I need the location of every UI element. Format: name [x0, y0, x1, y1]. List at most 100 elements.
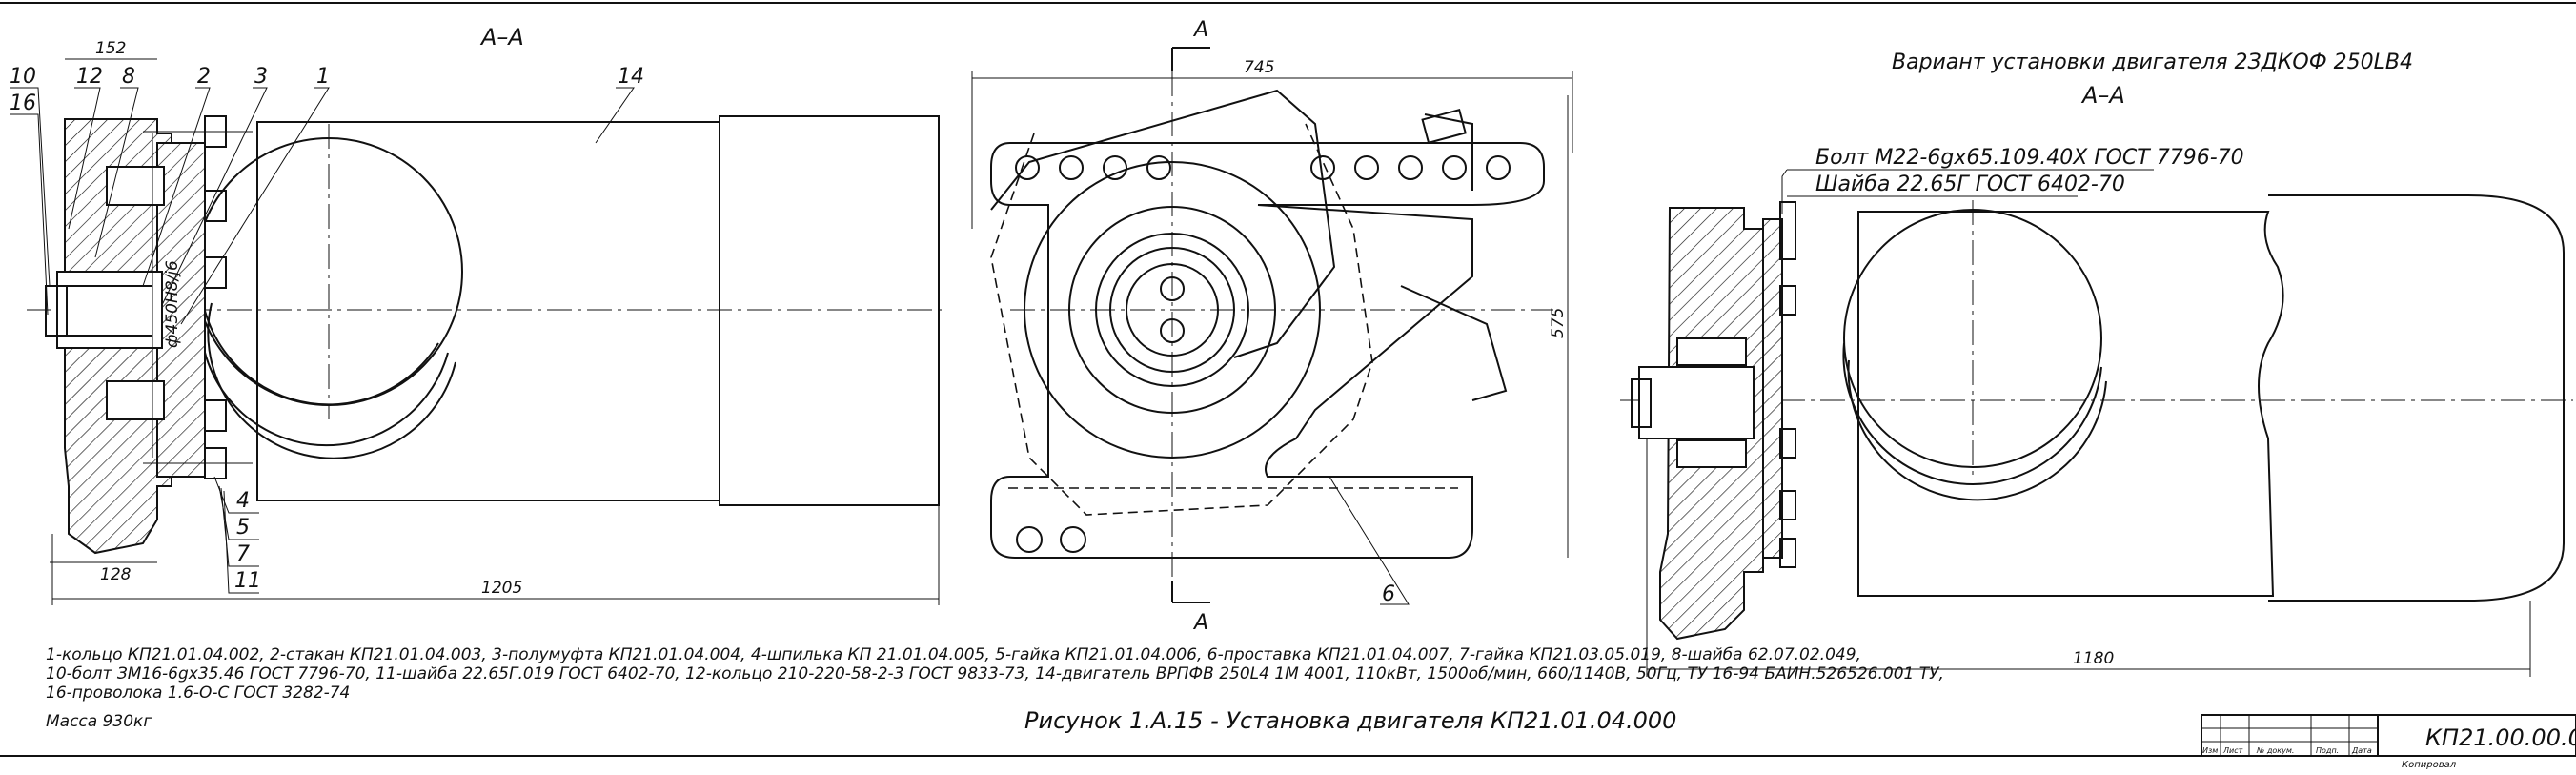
variant-bolt-head — [1779, 285, 1796, 316]
variant-bolt-head — [1779, 428, 1796, 459]
variant-bolts — [1779, 201, 1796, 568]
variant-bolt-head — [1779, 538, 1796, 568]
hidden-outline — [990, 123, 1373, 516]
variant-bolt-head — [1779, 490, 1796, 520]
dim-152: 152 — [95, 39, 126, 58]
callout-3: 3 — [254, 65, 268, 89]
variant-title: Вариант установки двигателя 2ЗДКОФ 250LB… — [1892, 51, 2413, 74]
leader-11 — [223, 490, 259, 594]
leader-3 — [161, 87, 268, 306]
variant-shaft-bore — [1638, 366, 1755, 439]
bolt-hole — [1310, 155, 1335, 180]
stamp-col-doc: № докум. — [2256, 746, 2294, 755]
dim-575: 575 — [1549, 308, 1568, 338]
stamp-col-date: Дата — [2351, 746, 2372, 755]
section-view-left: А–А 152 — [10, 24, 943, 605]
variant-adapter-section — [1762, 218, 1783, 559]
bolt-hole — [1103, 155, 1127, 180]
bracket-lug — [1421, 109, 1467, 144]
dim-fit: ф450H8/j6 — [163, 260, 182, 348]
notes-block: 1-кольцо КП21.01.04.002, 2-стакан КП21.0… — [46, 645, 1944, 734]
bolt-hole — [1486, 155, 1511, 180]
washer-label: Шайба 22.65Г ГОСТ 6402-70 — [1815, 173, 2125, 196]
section-mark-top: А — [1192, 18, 1208, 42]
stamp-col-izm: Изм — [2202, 746, 2218, 755]
motor-body — [256, 121, 720, 501]
bolt-label: Болт М22-6gx65.109.40Х ГОСТ 7796-70 — [1815, 146, 2244, 170]
bolt-holes-bottom — [1016, 526, 1086, 553]
variant-shaft-nut — [1631, 378, 1652, 428]
leader-6 — [1329, 476, 1410, 605]
leader-2 — [142, 87, 211, 287]
callout-10: 10 — [10, 65, 36, 89]
bolt-hole — [1354, 155, 1379, 180]
stamp-frame — [2201, 714, 2576, 757]
callout-6: 6 — [1382, 582, 1395, 606]
dim-1180: 1180 — [2073, 649, 2114, 668]
callout-5: 5 — [236, 516, 250, 540]
bolt-hole — [1016, 526, 1043, 553]
bolt-bore-top — [106, 166, 165, 206]
bolt-hole — [1060, 526, 1086, 553]
leader-1 — [180, 87, 330, 325]
callout-16: 16 — [10, 92, 36, 115]
legend-line-1: 1-кольцо КП21.01.04.002, 2-стакан КП21.0… — [46, 645, 1861, 664]
stud-nut — [204, 256, 227, 289]
leader-7 — [220, 487, 259, 567]
stamp-copied: Копировал — [2402, 760, 2457, 770]
stud-group — [143, 115, 253, 479]
figure-caption: Рисунок 1.А.15 - Установка двигателя КП2… — [1024, 707, 1676, 734]
legend-line-2: 10-болт ЗМ16-6gх35.46 ГОСТ 7796-70, 11-ш… — [46, 664, 1944, 683]
motor-endcap — [719, 115, 940, 506]
leader-10 — [10, 87, 51, 287]
stamp-col-sign: Подп. — [2316, 746, 2339, 755]
section-title-left: А–А — [479, 24, 524, 51]
stamp-col-list: Лист — [2222, 746, 2243, 755]
bolt-hole — [1015, 155, 1040, 180]
variant-bore-bottom — [1676, 439, 1747, 468]
bracket-tab — [1424, 113, 1473, 191]
variant-disc-rim-2 — [1847, 359, 2107, 501]
section-mark-bottom: А — [1192, 611, 1208, 635]
callout-12: 12 — [76, 65, 103, 89]
legend-line-3: 16-проволока 1.6-О-С ГОСТ 3282-74 — [46, 683, 350, 703]
bracket-flange — [1400, 285, 1508, 401]
bolt-bore-bottom — [106, 380, 165, 420]
leader-14 — [595, 87, 635, 144]
variant-bore-top — [1676, 337, 1747, 366]
variant-view-right: Вариант установки двигателя 2ЗДКОФ 250LB… — [1620, 51, 2573, 677]
variant-section-title: А–А — [2080, 82, 2125, 109]
dim-128: 128 — [100, 565, 132, 584]
callout-7: 7 — [236, 542, 250, 566]
leader-12 — [68, 87, 101, 230]
motor-disc-rim — [198, 271, 439, 406]
front-view-middle: А А — [971, 18, 1573, 635]
stud-nut — [204, 190, 227, 222]
bolt-holes-top — [1015, 155, 1511, 180]
bolt-hole — [1146, 155, 1171, 180]
dim-1205: 1205 — [481, 579, 522, 598]
bolt-hole — [1442, 155, 1467, 180]
variant-motor-body — [1857, 211, 2284, 597]
bolt-hole — [1398, 155, 1423, 180]
callout-4: 4 — [236, 489, 250, 513]
mounting-plate — [990, 142, 1545, 559]
motor-disc-rim-3 — [207, 302, 456, 459]
bracket-outline — [990, 89, 1336, 358]
bolt-leader — [1781, 169, 1788, 214]
stud-nut — [204, 399, 227, 432]
shaft-nut — [45, 285, 68, 337]
dim-745: 745 — [1244, 58, 1274, 77]
callout-1: 1 — [316, 65, 330, 89]
variant-motor-endcap — [2268, 194, 2565, 602]
callout-2: 2 — [197, 65, 211, 89]
leader-16 — [10, 113, 49, 316]
variant-bolt-head — [1779, 201, 1796, 260]
mass-note: Масса 930кг — [46, 712, 152, 731]
callout-11: 11 — [234, 569, 261, 593]
callout-8: 8 — [122, 65, 135, 89]
callout-14: 14 — [618, 65, 644, 89]
leader-8 — [94, 87, 139, 258]
bolt-hole — [1059, 155, 1084, 180]
